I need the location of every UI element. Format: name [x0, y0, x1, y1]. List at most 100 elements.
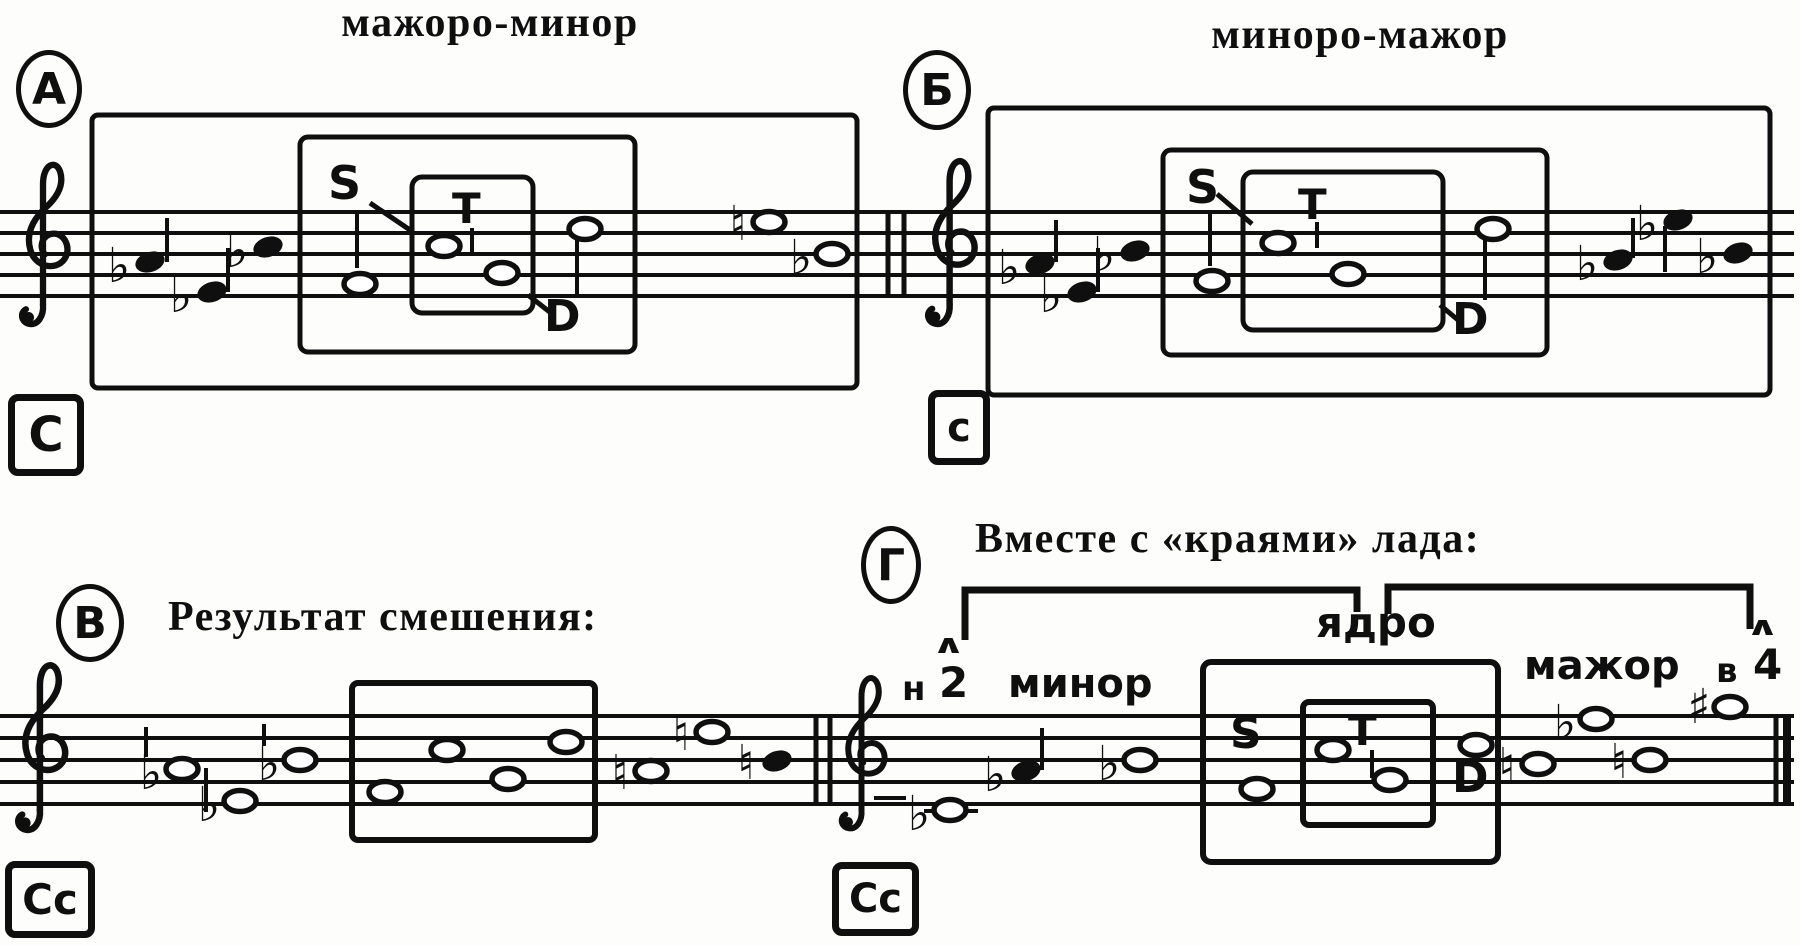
step-low-number: 2 [939, 658, 969, 707]
pointer-line [526, 293, 553, 315]
note-whole [693, 718, 731, 746]
flat-accidental-icon: ♭ [998, 240, 1021, 296]
group-box [349, 680, 598, 843]
step-high-number: 4 [1753, 640, 1783, 689]
notation-layer: ♭♭♭♮♭♭♭♭♭♭♭♭♭♭♮♮♮♭♭♭♮♭♮♯ [0, 105, 1794, 865]
key-label-cc-mix: Cc [5, 861, 95, 938]
flat-accidental-icon: ♭ [140, 745, 163, 801]
function-label-t-g: T [1348, 706, 1377, 755]
note-whole [341, 270, 379, 298]
title-with-edges-of-mode: Вместе с «краями» лада: [975, 516, 1481, 562]
note-filled [1723, 242, 1753, 264]
flat-accidental-icon: ♭ [1554, 695, 1577, 751]
function-label-t-b: T [1298, 180, 1327, 229]
group-box [985, 105, 1773, 398]
group-box [1200, 659, 1501, 865]
note-whole [1193, 267, 1231, 295]
step-high-caret-icon: ∧ [1745, 612, 1780, 642]
note-filled [1067, 281, 1097, 303]
note-filled [1603, 249, 1633, 271]
title-result-of-mixing: Результат смешения: [168, 594, 598, 640]
note-whole [425, 232, 463, 260]
note-whole [931, 796, 969, 824]
natural-accidental-icon: ♮ [1498, 738, 1515, 794]
note-whole [1314, 736, 1352, 764]
note-whole [813, 240, 851, 268]
note-whole [1238, 775, 1276, 803]
note-whole [489, 765, 527, 793]
flat-accidental-icon: ♭ [908, 786, 931, 842]
section-marker-a: А [16, 50, 82, 128]
section-marker-g: Г [861, 526, 921, 604]
flat-accidental-icon: ♭ [984, 747, 1007, 803]
section-marker-v: В [56, 584, 124, 662]
treble-clef-icon [22, 165, 67, 324]
note-whole [1371, 766, 1409, 794]
flat-accidental-icon: ♭ [226, 223, 249, 279]
function-label-t-a: T [452, 184, 481, 233]
note-whole [1631, 746, 1669, 774]
step-low-letter: н [902, 669, 926, 709]
note-whole [366, 778, 404, 806]
flat-accidental-icon: ♭ [1098, 736, 1121, 792]
natural-accidental-icon: ♮ [1610, 734, 1627, 790]
flat-accidental-icon: ♭ [108, 238, 131, 294]
note-whole [1577, 705, 1615, 733]
note-whole [1474, 215, 1512, 243]
note-whole [1711, 693, 1749, 721]
note-whole [632, 757, 670, 785]
note-whole [163, 755, 201, 783]
flat-accidental-icon: ♭ [1040, 268, 1063, 324]
pointer-line [1215, 192, 1254, 226]
minor-label: минор [1008, 661, 1153, 707]
flat-accidental-icon: ♭ [1636, 196, 1659, 252]
flat-accidental-icon: ♭ [1093, 227, 1116, 283]
note-whole [483, 259, 521, 287]
note-whole [566, 215, 604, 243]
note-whole [750, 208, 788, 236]
group-box [1160, 147, 1550, 358]
flat-accidental-icon: ♭ [258, 736, 281, 792]
flat-accidental-icon: ♭ [790, 230, 813, 286]
key-label-cc-full: Cc [832, 862, 919, 936]
note-filled [1011, 760, 1041, 782]
note-filled [253, 236, 283, 258]
range-bracket [961, 586, 1361, 640]
function-label-s-a: S [328, 156, 362, 210]
range-bracket [1384, 583, 1754, 629]
key-label-c-major: C [8, 394, 84, 476]
group-box [297, 134, 638, 355]
note-whole [1121, 746, 1159, 774]
group-box [89, 112, 860, 391]
note-filled [135, 251, 165, 273]
note-filled [1025, 253, 1055, 275]
function-label-d-g: D [1452, 752, 1489, 803]
core-bracket-label: ядро [1316, 598, 1436, 647]
natural-accidental-icon: ♮ [729, 196, 746, 252]
natural-accidental-icon: ♮ [672, 706, 689, 762]
flat-accidental-icon: ♭ [198, 777, 221, 833]
note-whole [1329, 260, 1367, 288]
key-label-c-minor: c [928, 390, 990, 465]
treble-clef-icon [928, 161, 974, 324]
flat-accidental-icon: ♭ [1576, 236, 1599, 292]
natural-accidental-icon: ♮ [737, 735, 754, 791]
note-whole [281, 746, 319, 774]
group-box [1300, 699, 1436, 828]
note-whole [221, 787, 259, 815]
note-filled [1663, 209, 1693, 231]
note-whole [428, 736, 466, 764]
major-label: мажор [1524, 643, 1680, 689]
section-marker-b: Б [903, 50, 971, 130]
flat-accidental-icon: ♭ [170, 268, 193, 324]
function-label-s-g: S [1230, 708, 1262, 759]
function-label-d-a: D [544, 291, 581, 342]
title-majoro-minor: мажоро-минор [341, 0, 639, 46]
step-high-letter: в [1716, 651, 1738, 691]
function-label-d-b: D [1452, 294, 1489, 345]
note-filled [1120, 240, 1150, 262]
pointer-line [1438, 303, 1460, 322]
note-whole [547, 728, 585, 756]
